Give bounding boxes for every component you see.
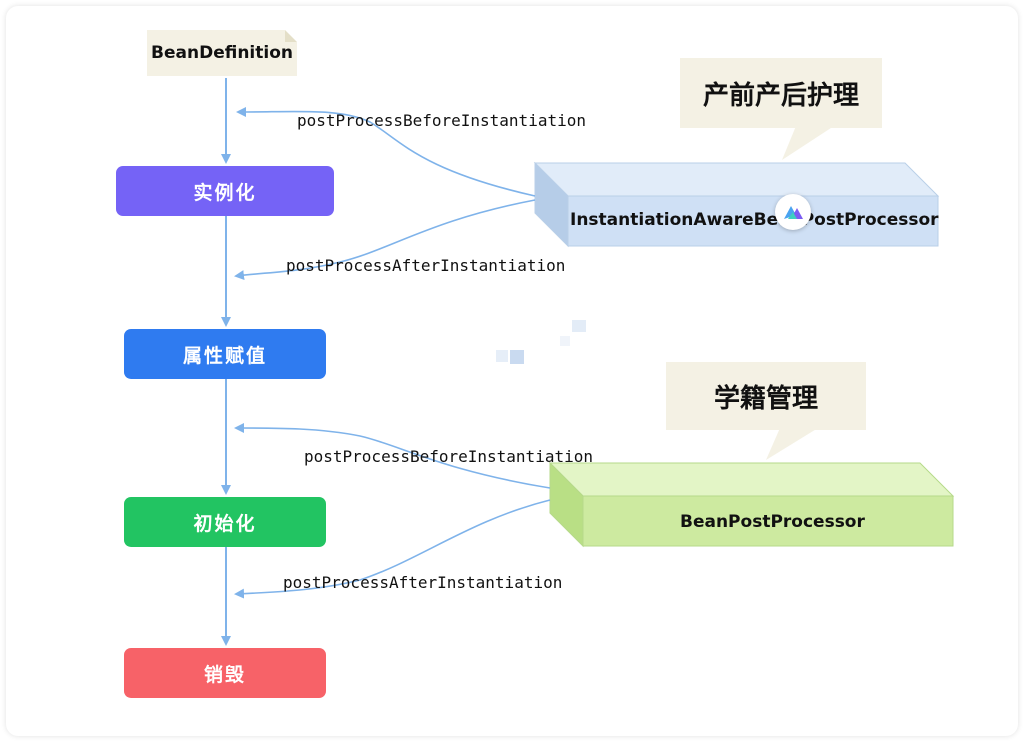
edge-label-after-instantiation-2: postProcessAfterInstantiation [283, 573, 563, 592]
stage-populate: 属性赋值 [124, 329, 326, 379]
instantiation-aware-box [533, 161, 940, 248]
hook-curves [234, 106, 551, 599]
stage-destroy: 销毁 [124, 648, 326, 698]
instantiation-aware-callout: 产前产后护理 [680, 58, 882, 128]
bean-post-callout: 学籍管理 [666, 362, 866, 430]
callout-tail-1 [782, 126, 834, 160]
callout-tail-2 [766, 428, 818, 460]
bean-definition-note: BeanDefinition [147, 30, 297, 76]
decorative-squares [496, 320, 586, 364]
edge-label-before-instantiation-1: postProcessBeforeInstantiation [297, 111, 586, 130]
triangle-logo-icon [775, 194, 811, 230]
edge-label-after-instantiation-1: postProcessAfterInstantiation [286, 256, 566, 275]
stage-initialize: 初始化 [124, 497, 326, 547]
bean-post-processor-label: BeanPostProcessor [680, 512, 865, 532]
bean-post-processor-box [548, 461, 955, 548]
instantiation-aware-label: InstantiationAwareBeanPostProcessor [570, 210, 939, 230]
edge-label-before-instantiation-2: postProcessBeforeInstantiation [304, 447, 593, 466]
stage-instantiate: 实例化 [116, 166, 334, 216]
